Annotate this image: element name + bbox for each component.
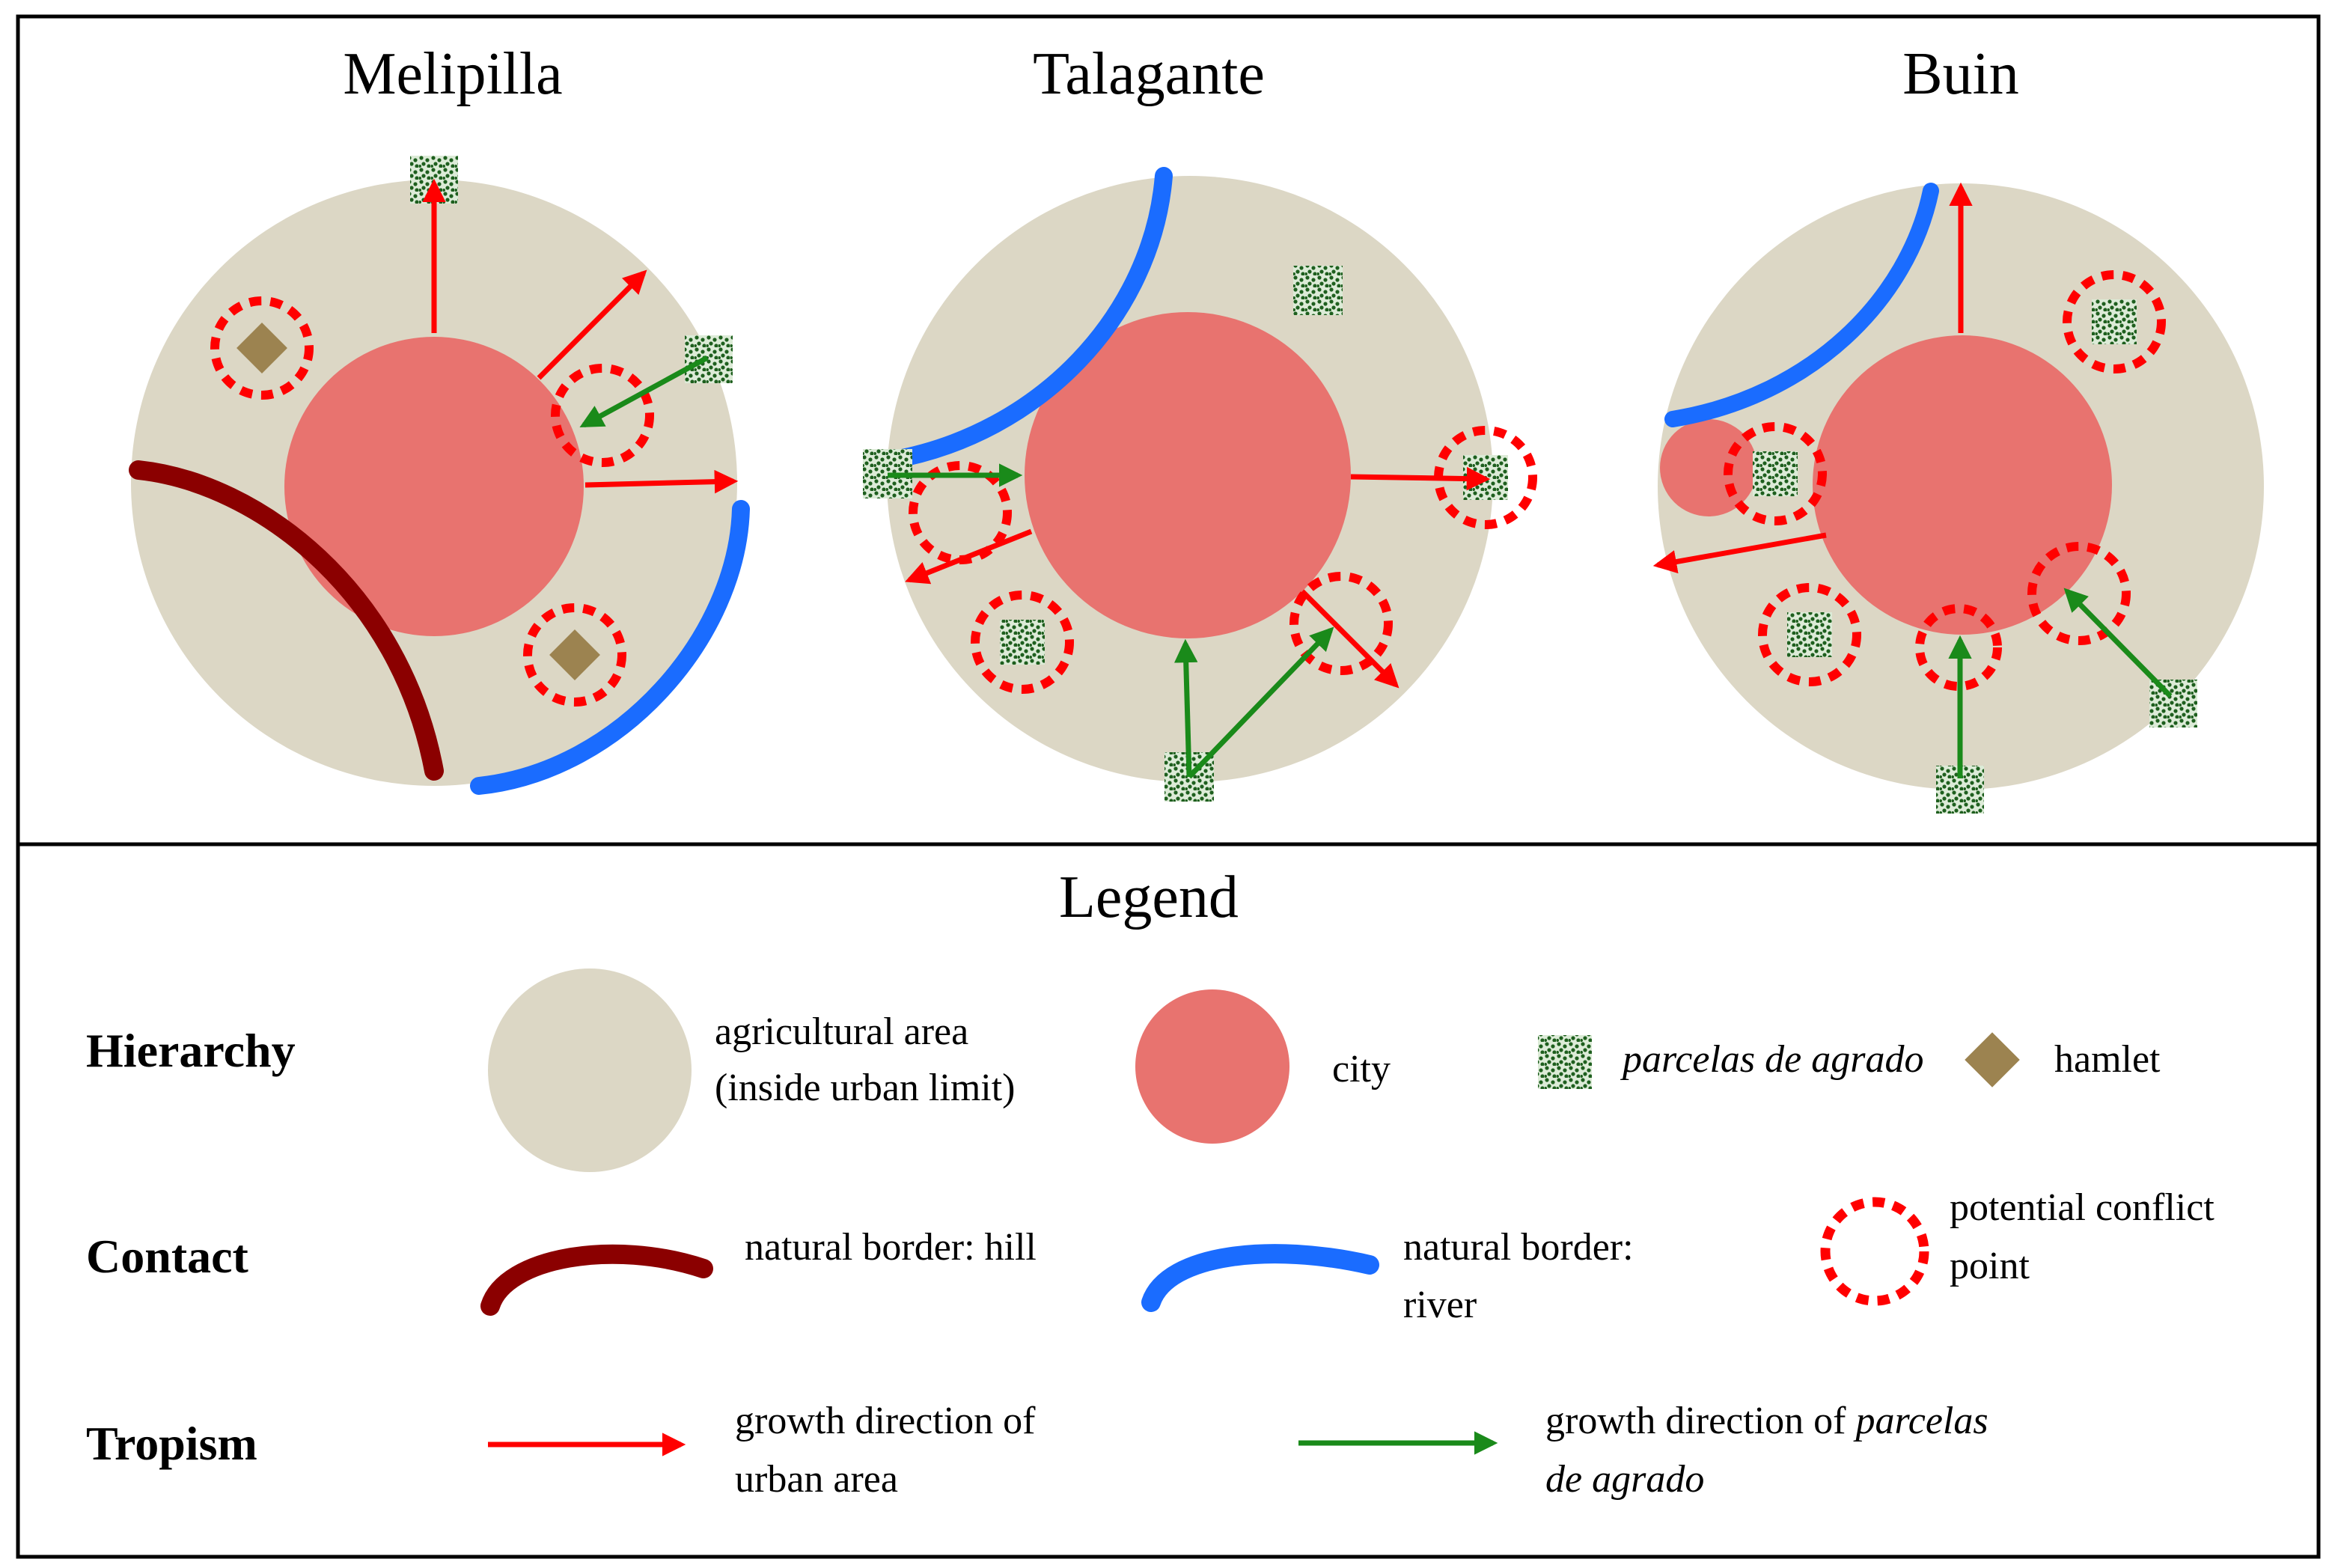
panel-buin: Buin	[1652, 41, 2264, 814]
parcelas-growth-arrow	[1187, 626, 1334, 779]
parcelas-de-agrado	[1293, 266, 1343, 315]
panel-title-melipilla: Melipilla	[343, 41, 562, 107]
river-border	[882, 167, 1173, 469]
parcelas-de-agrado	[1753, 451, 1798, 496]
urban-growth-arrow	[905, 528, 1033, 585]
figure-frame	[16, 14, 2321, 1559]
conflict-point	[1915, 604, 2002, 691]
city	[284, 337, 584, 636]
hamlet	[236, 323, 287, 373]
legend-parcelas-swatch	[1538, 1035, 1592, 1089]
legend-agricultural-label-line2: (inside urban limit)	[715, 1067, 1015, 1109]
legend: Legend Hierarchy agricultural area (insi…	[86, 864, 2215, 1501]
conflict-point	[2063, 270, 2166, 373]
conflict-point	[1758, 583, 1861, 686]
urban-growth-arrow	[537, 269, 647, 380]
conflict-point	[971, 591, 1074, 694]
conflict-point	[1724, 422, 1827, 525]
parcelas-growth-arrow	[1173, 638, 1198, 778]
river-border	[470, 500, 750, 795]
parcelas-de-agrado	[2092, 299, 2137, 344]
conflict-point	[2027, 542, 2131, 645]
legend-urban-growth-label-line1: growth direction of	[735, 1400, 1036, 1442]
hamlet	[549, 629, 600, 680]
parcelas-de-agrado	[1000, 620, 1045, 665]
legend-hamlet-swatch	[1965, 1032, 2020, 1087]
legend-parcelas-growth-label-line2: de agrado	[1545, 1458, 1704, 1501]
urban-growth-arrow	[1652, 532, 1827, 574]
urban-growth-arrow	[1350, 466, 1491, 491]
legend-parcelas-label: parcelas de agrado	[1620, 1038, 1923, 1081]
legend-parcelas-growth-plain: growth direction of	[1545, 1400, 1846, 1442]
legend-urban-growth-label-line2: urban area	[735, 1458, 898, 1501]
legend-river-swatch	[1141, 1244, 1379, 1312]
panel-talagante: Talagante	[863, 41, 1537, 802]
parcelas-de-agrado	[1787, 612, 1832, 657]
city	[1813, 335, 2112, 635]
legend-river-label-line2: river	[1403, 1284, 1477, 1326]
hill-border	[129, 460, 444, 781]
parcelas-growth-arrow	[579, 355, 709, 428]
conflict-point	[523, 603, 626, 707]
legend-agricultural-swatch	[488, 968, 692, 1172]
city	[1025, 312, 1351, 638]
panel-title-talagante: Talagante	[1033, 41, 1265, 107]
legend-parcelas-growth-label-line1: growth direction of parcelas	[1545, 1400, 1988, 1442]
urban-growth-arrow	[1300, 589, 1399, 689]
parcelas-de-agrado	[685, 335, 733, 383]
legend-conflict-swatch	[1820, 1197, 1929, 1306]
legend-category-contact: Contact	[86, 1230, 249, 1283]
panel-title-buin: Buin	[1902, 41, 2019, 107]
urban-growth-arrow	[584, 469, 739, 494]
legend-agricultural-label-line1: agricultural area	[715, 1010, 968, 1053]
legend-city-swatch	[1135, 989, 1289, 1144]
conflict-point	[210, 296, 314, 400]
parcelas-de-agrado	[2149, 680, 2197, 727]
legend-parcelas-growth-italic: parcelas	[1852, 1400, 1988, 1442]
legend-conflict-label-line2: point	[1950, 1245, 2030, 1287]
legend-conflict-label-line1: potential conflict	[1950, 1186, 2215, 1229]
legend-river-label-line1: natural border:	[1403, 1226, 1634, 1269]
conflict-point	[551, 364, 654, 467]
legend-city-label: city	[1332, 1048, 1391, 1090]
conflict-point	[1289, 572, 1393, 675]
parcelas-growth-arrow	[2063, 588, 2173, 698]
legend-title: Legend	[1059, 864, 1239, 930]
legend-category-tropism: Tropism	[86, 1417, 257, 1470]
panel-melipilla: Melipilla	[129, 41, 750, 795]
legend-hamlet-label: hamlet	[2054, 1038, 2161, 1081]
river-border	[1664, 183, 1939, 427]
legend-category-hierarchy: Hierarchy	[86, 1024, 296, 1077]
legend-hill-swatch	[480, 1244, 713, 1316]
legend-hill-label: natural border: hill	[745, 1226, 1037, 1269]
